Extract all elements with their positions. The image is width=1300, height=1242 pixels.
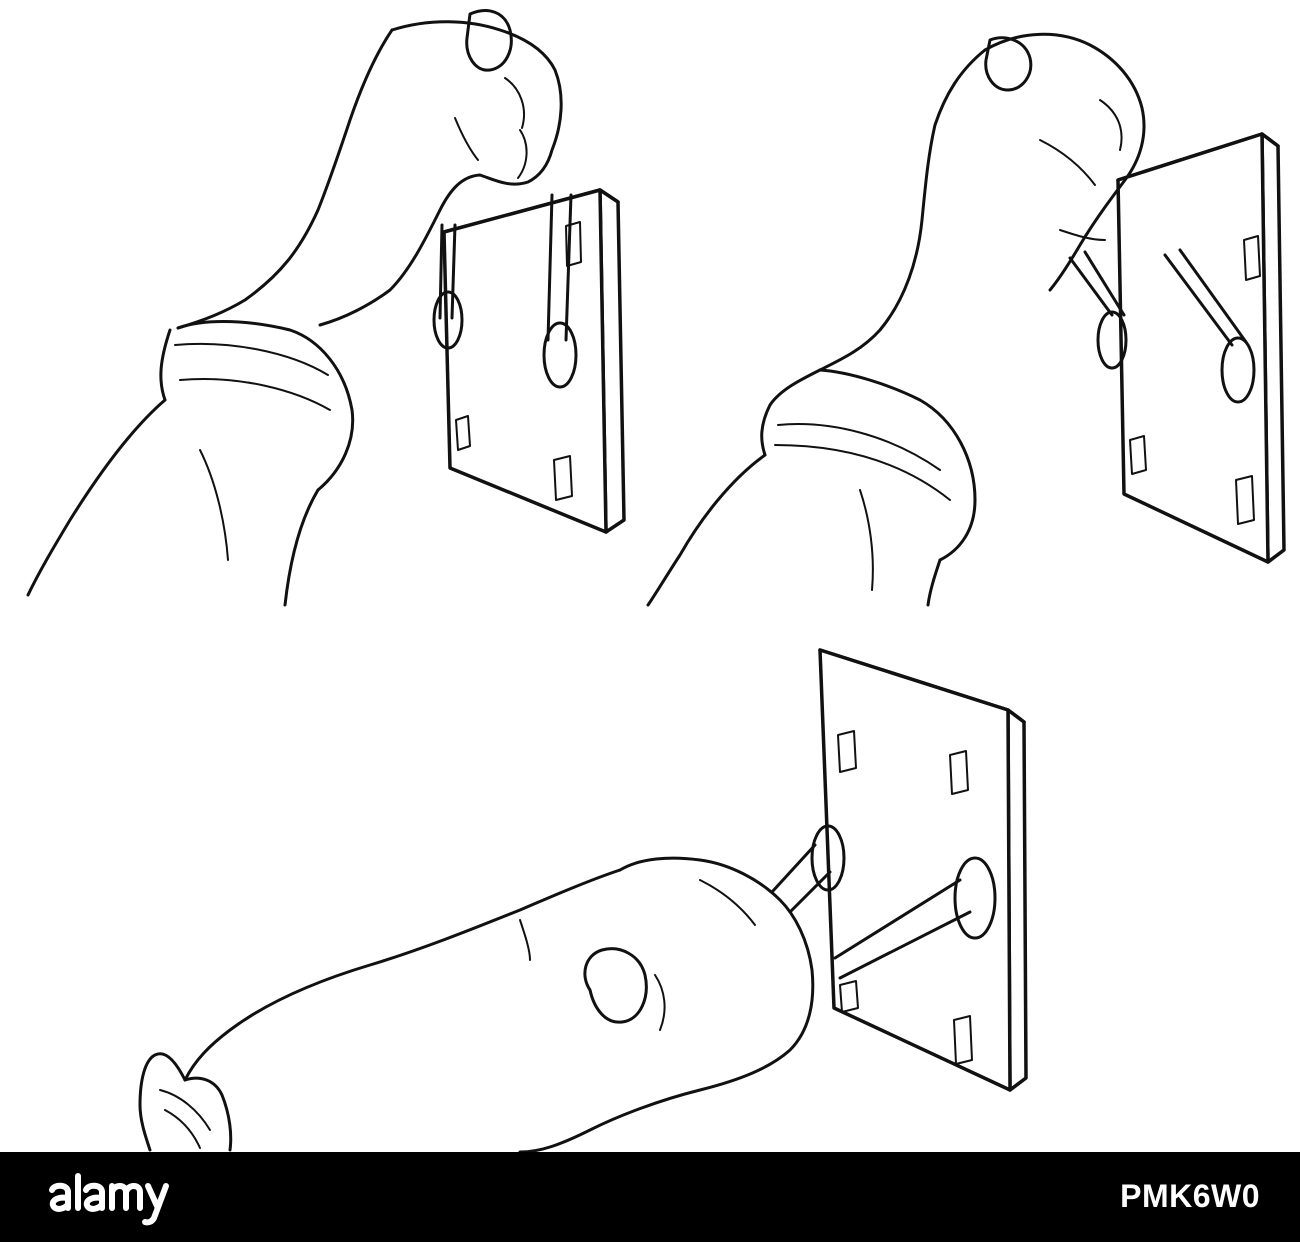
panel-3-switch-plate [770, 648, 1028, 1092]
panel-2-hand-gripping-switch [646, 32, 1286, 607]
panel-2-switch-plate [1068, 132, 1286, 564]
panel-3-hand [183, 856, 815, 1152]
panel-2-hand [818, 32, 1146, 372]
panel-2-sleeve [646, 368, 977, 607]
panel-1-hand-pulling-switch-down [26, 9, 626, 607]
panel-1-sleeve [26, 320, 355, 607]
illustration-artboard [26, 9, 1286, 1152]
image-id-label: PMK6W0 [1120, 1178, 1260, 1214]
panel-1-hand [176, 9, 563, 330]
stock-watermark-bar: PMK6W0 [0, 1152, 1300, 1242]
panel-3-hand-holding-switch-horizontal [138, 648, 1028, 1152]
panel-1-switch-plate [432, 188, 626, 534]
brand-logo [49, 1173, 169, 1226]
panel-3-sleeve [138, 1052, 233, 1152]
